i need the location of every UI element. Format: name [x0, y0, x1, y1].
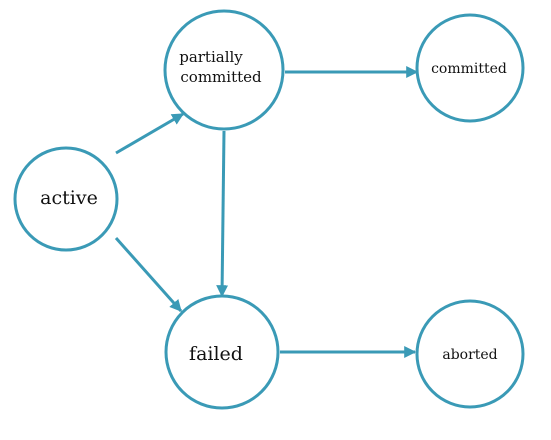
state-committed-label: committed: [431, 61, 507, 77]
state-failed-label: failed: [189, 343, 243, 365]
state-partially-committed-label-line2: committed: [180, 68, 262, 86]
edge-partially-committed-to-failed: [216, 130, 229, 298]
state-active: active: [13, 146, 119, 252]
state-partially-committed-circle: [163, 9, 285, 131]
state-aborted: aborted: [415, 299, 525, 409]
state-committed-circle: [415, 13, 525, 123]
state-failed-circle: [164, 294, 280, 410]
state-partially-committed: partially committed: [163, 9, 285, 131]
state-aborted-circle: [415, 299, 525, 409]
state-failed: failed: [164, 294, 280, 410]
state-active-label: active: [40, 187, 98, 209]
state-partially-committed-label-line1: partially: [179, 48, 243, 66]
state-active-circle: [13, 146, 119, 252]
transitions: [114, 66, 419, 358]
edge-active-to-partially-committed: [115, 112, 185, 155]
state-aborted-label: aborted: [442, 347, 497, 363]
edge-active-to-failed: [114, 237, 183, 312]
state-committed: committed: [415, 13, 525, 123]
